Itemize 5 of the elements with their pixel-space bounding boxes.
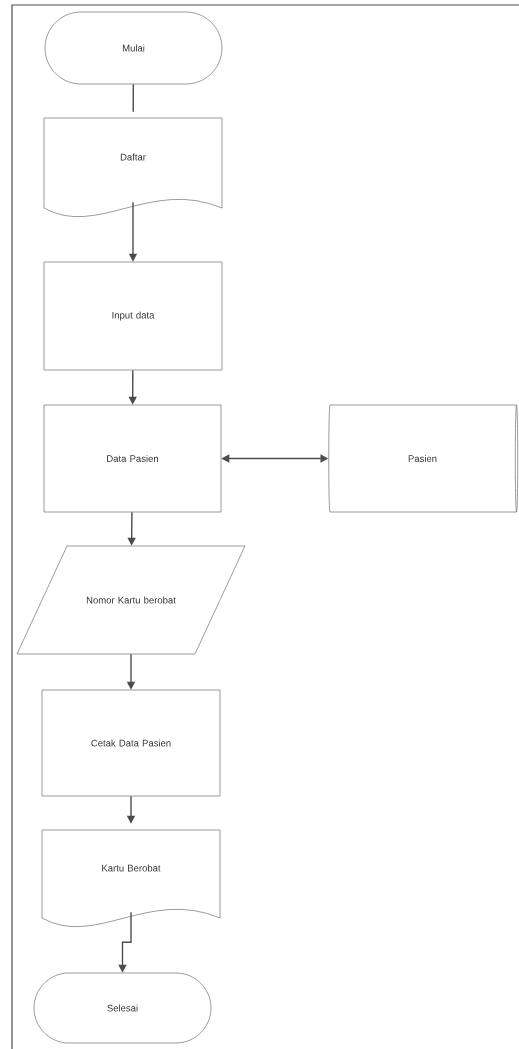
process-box: Input data: [43, 261, 223, 371]
input-output-parallelogram: Nomor Kartu berobat: [16, 545, 246, 655]
storage-cylinder: Pasien: [328, 404, 519, 513]
process-box: Data Pasien: [43, 404, 222, 513]
process-box: Cetak Data Pasien: [41, 689, 221, 797]
